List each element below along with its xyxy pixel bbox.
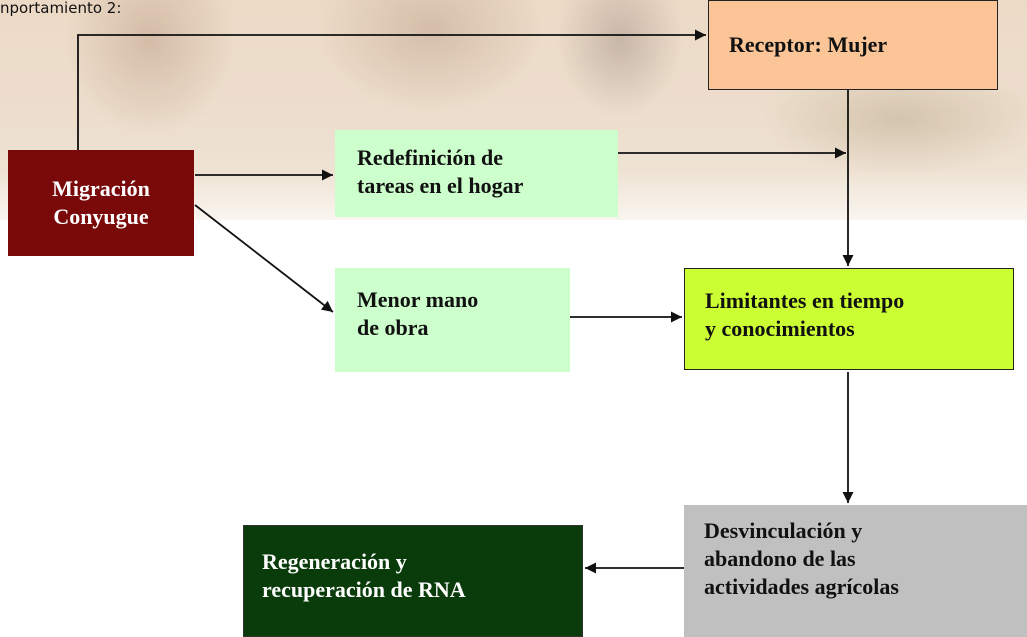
node-receptor-line-1: Receptor: Mujer — [729, 32, 888, 57]
node-menor-line-1: Menor mano — [357, 287, 479, 312]
node-migracion-line-1: Migración — [52, 176, 150, 201]
node-limitantes: Limitantes en tiempo y conocimientos — [684, 268, 1014, 370]
node-desvinculacion-line-1: Desvinculación y — [704, 518, 863, 543]
node-regeneracion-line-1: Regeneración y — [262, 549, 407, 574]
node-menor-mano-de-obra: Menor mano de obra — [335, 268, 570, 372]
node-desvinculacion: Desvinculación y abandono de las activid… — [684, 505, 1027, 637]
edge-migracion-receptor — [77, 29, 706, 150]
node-limitantes-line-1: Limitantes en tiempo — [705, 288, 905, 313]
node-regeneracion-line-2: recuperación de RNA — [262, 577, 466, 602]
node-redefinicion-line-1: Redefinición de — [357, 145, 504, 170]
node-menor-line-2: de obra — [357, 315, 429, 340]
node-migracion: Migración Conyugue — [8, 150, 194, 256]
node-desvinculacion-line-2: abandono de las — [704, 546, 856, 571]
edge-migracion-menor — [194, 204, 334, 313]
node-desvinculacion-line-3: actividades agrícolas — [704, 574, 899, 599]
node-migracion-line-2: Conyugue — [53, 204, 149, 229]
node-redefinicion-line-2: tareas en el hogar — [357, 173, 524, 198]
header-text: nportamiento 2: — [0, 0, 122, 17]
node-regeneracion: Regeneración y recuperación de RNA — [243, 525, 583, 637]
node-limitantes-line-2: y conocimientos — [705, 316, 855, 341]
node-redefinicion: Redefinición de tareas en el hogar — [335, 130, 618, 217]
node-receptor: Receptor: Mujer — [708, 0, 998, 90]
